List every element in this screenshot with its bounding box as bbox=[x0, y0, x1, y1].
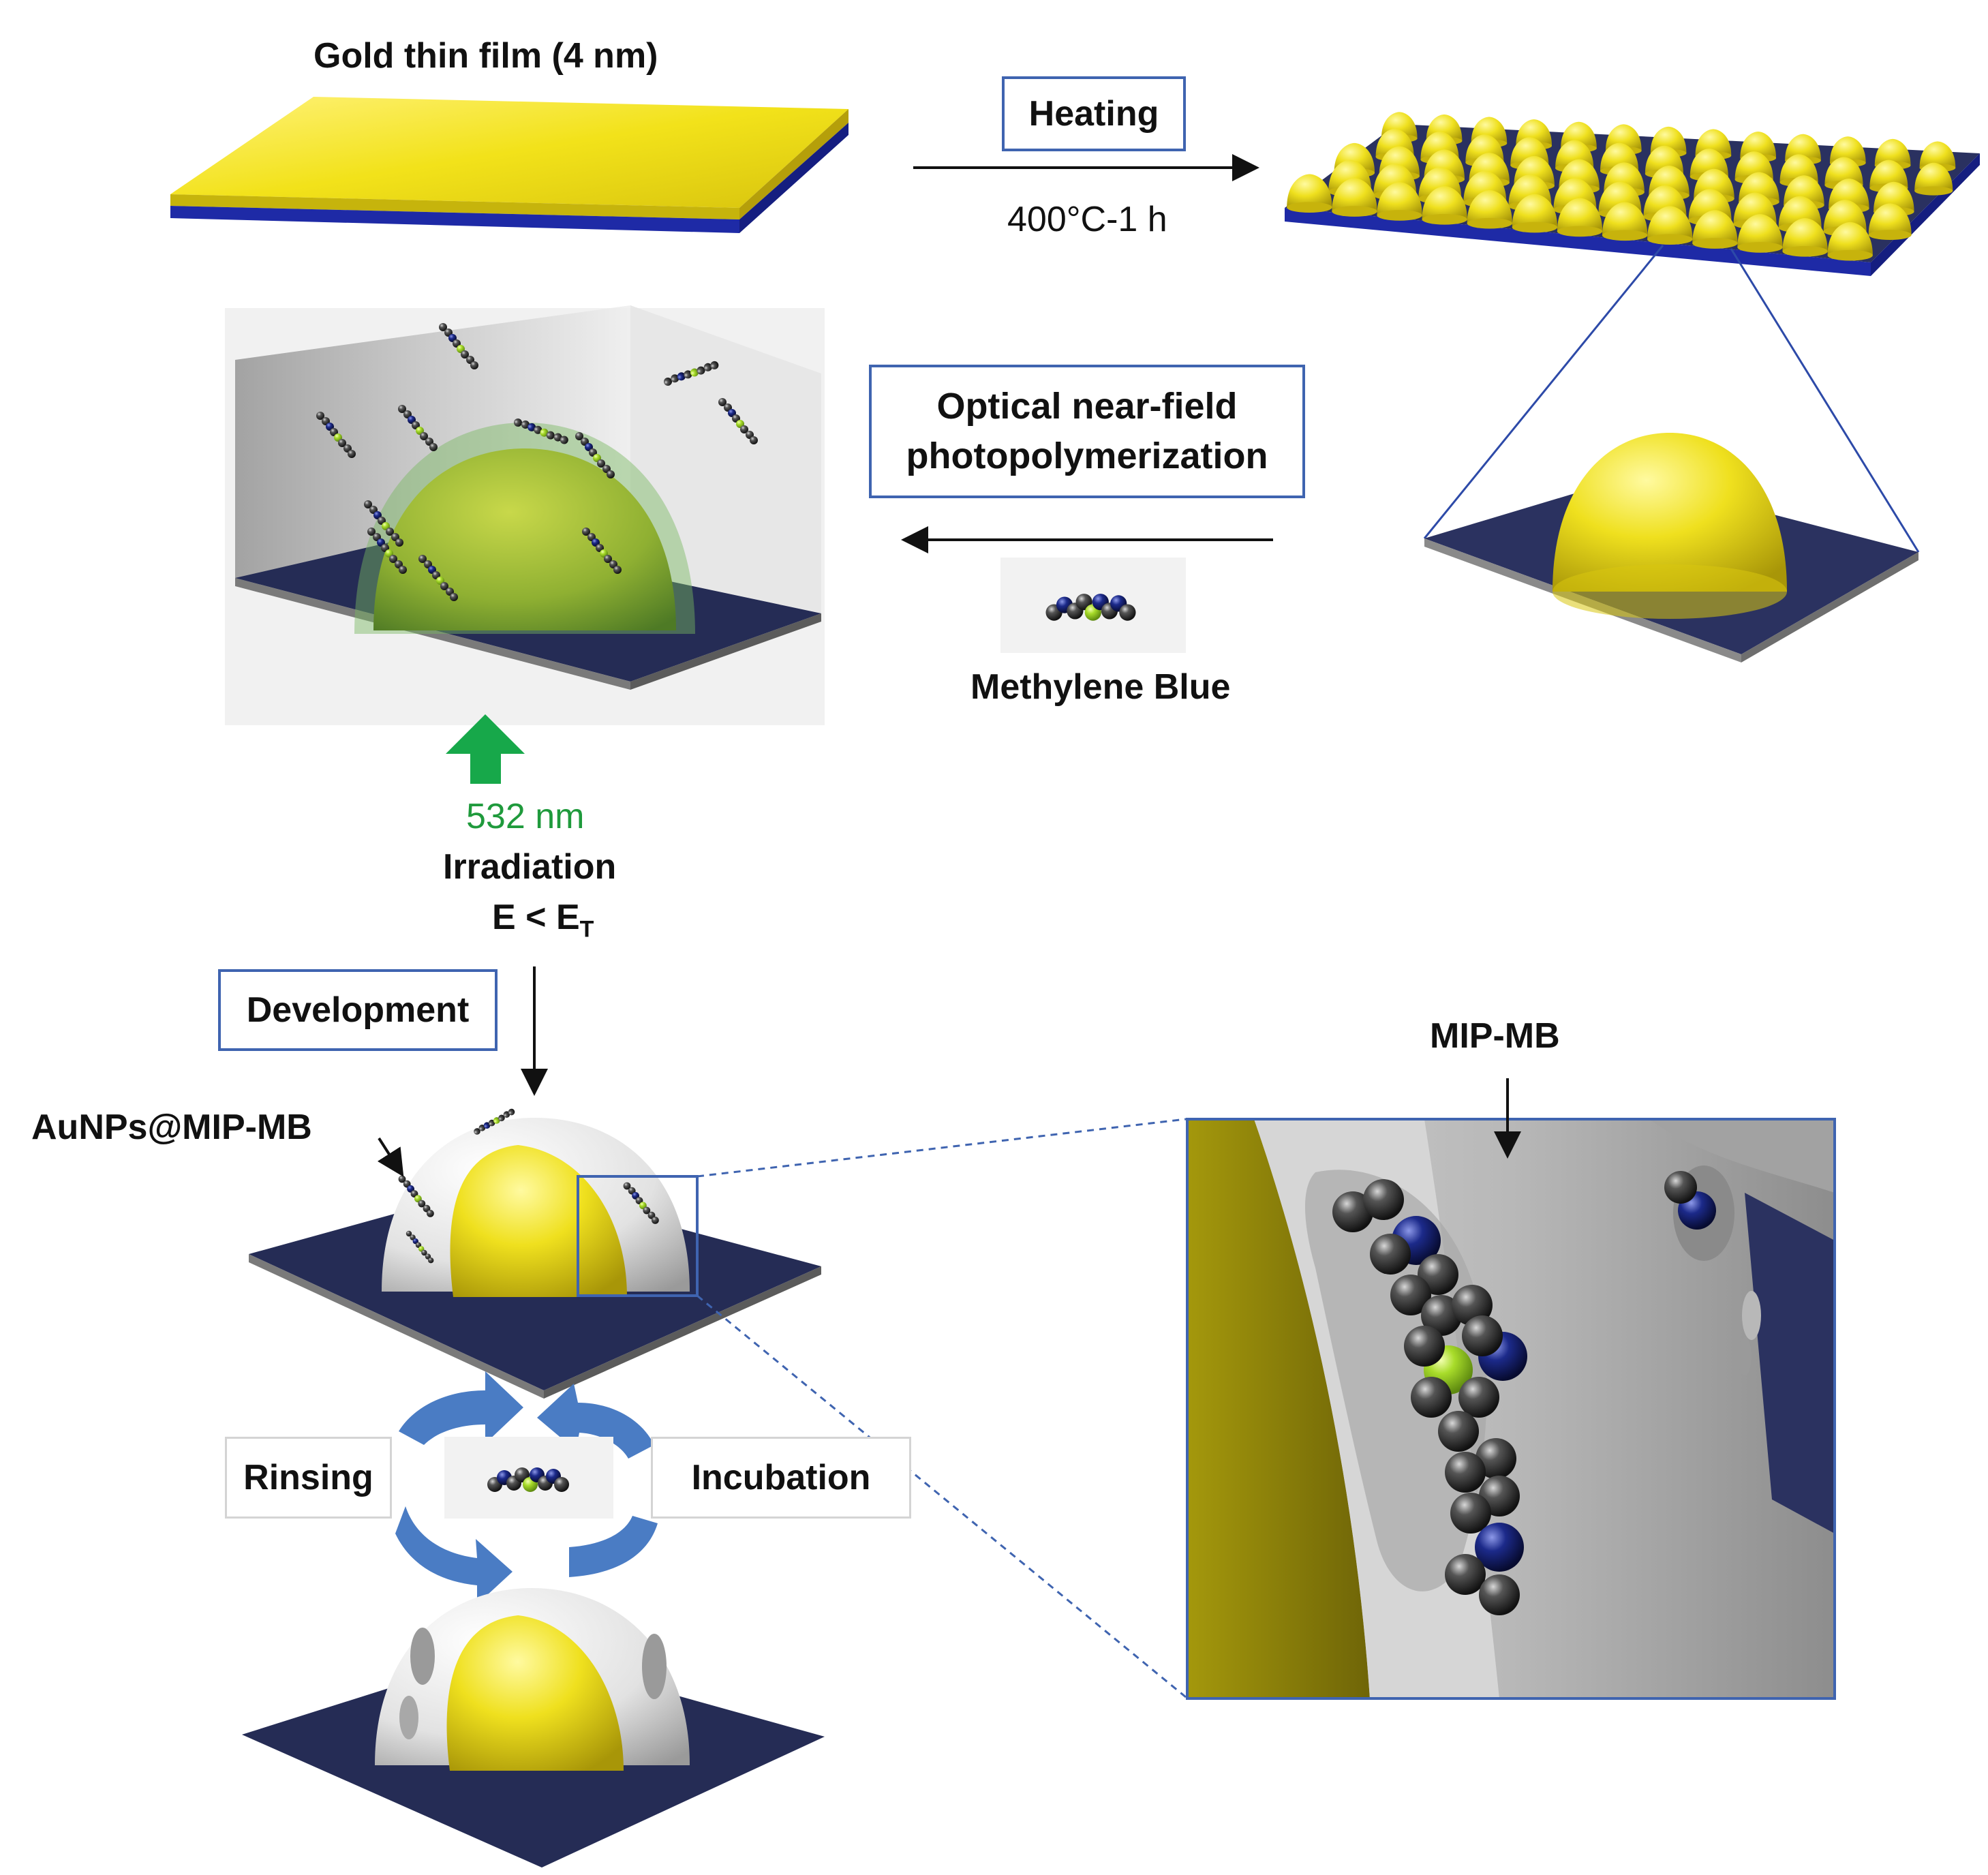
carbon-atom-icon bbox=[1438, 1411, 1479, 1452]
carbon-atom-icon bbox=[1363, 1179, 1404, 1220]
wavelength-label: 532 nm bbox=[466, 797, 585, 836]
irradiation-label: Irradiation bbox=[443, 847, 617, 887]
aunps-mip-dome-empty bbox=[242, 1588, 825, 1868]
cycle-molecule-icon bbox=[444, 1437, 613, 1519]
pointer-arrow-icon bbox=[377, 1137, 404, 1177]
carbon-atom-icon bbox=[1404, 1326, 1445, 1367]
development-label: Development bbox=[246, 990, 470, 1030]
single-gold-nanoparticle bbox=[1424, 433, 1918, 662]
incubation-label: Incubation bbox=[691, 1458, 871, 1497]
heating-label: Heating bbox=[1028, 94, 1159, 134]
energy-prefix: E < E bbox=[492, 898, 580, 937]
carbon-atom-icon bbox=[1411, 1377, 1452, 1418]
optical-label-line1: Optical near-field bbox=[936, 386, 1238, 427]
optical-label-line2: photopolymerization bbox=[906, 436, 1268, 476]
energy-subscript: T bbox=[579, 916, 594, 943]
gold-film-label: Gold thin film (4 nm) bbox=[314, 36, 658, 76]
rinsing-box: Rinsing bbox=[225, 1437, 392, 1519]
aunps-mip-label: AuNPs@MIP-MB bbox=[31, 1108, 312, 1147]
arrow-up-icon bbox=[446, 714, 525, 784]
carbon-atom-icon bbox=[1370, 1234, 1411, 1275]
mip-mb-zoom-panel bbox=[1186, 1118, 1836, 1700]
nitrogen-atom-icon bbox=[1475, 1523, 1524, 1572]
methylene-blue-label: Methylene Blue bbox=[970, 667, 1231, 707]
zoom-line-left bbox=[1423, 245, 1664, 539]
rinsing-label: Rinsing bbox=[243, 1458, 373, 1497]
incubation-box: Incubation bbox=[651, 1437, 911, 1519]
carbon-atom-icon bbox=[1479, 1574, 1520, 1615]
carbon-atom-icon bbox=[1458, 1377, 1499, 1418]
irradiation-cube bbox=[225, 305, 825, 725]
carbon-atom-icon bbox=[1390, 1275, 1431, 1315]
carbon-atom-icon bbox=[1475, 1438, 1516, 1479]
development-box: Development bbox=[218, 969, 498, 1051]
carbon-atom-icon bbox=[1445, 1554, 1486, 1595]
gold-thin-film bbox=[170, 97, 848, 233]
carbon-atom-icon bbox=[1462, 1315, 1503, 1356]
nanoparticle-substrate bbox=[1285, 112, 1980, 276]
carbon-atom-icon bbox=[1450, 1493, 1491, 1534]
methylene-blue-molecule bbox=[1000, 558, 1186, 653]
heating-condition-label: 400°C-1 h bbox=[1007, 200, 1167, 239]
zoom-dashed-top bbox=[697, 1118, 1187, 1178]
energy-threshold-label: E < ET bbox=[492, 897, 594, 943]
heating-box: Heating bbox=[1002, 76, 1186, 151]
aunps-mip-dome bbox=[249, 1103, 821, 1399]
carbon-atom-icon bbox=[1332, 1191, 1373, 1232]
zoom-line-right bbox=[1730, 248, 1920, 553]
carbon-atom-icon bbox=[1445, 1452, 1486, 1493]
mip-mb-label: MIP-MB bbox=[1430, 1016, 1560, 1056]
optical-photopolymerization-box: Optical near-field photopolymerization bbox=[869, 365, 1305, 498]
